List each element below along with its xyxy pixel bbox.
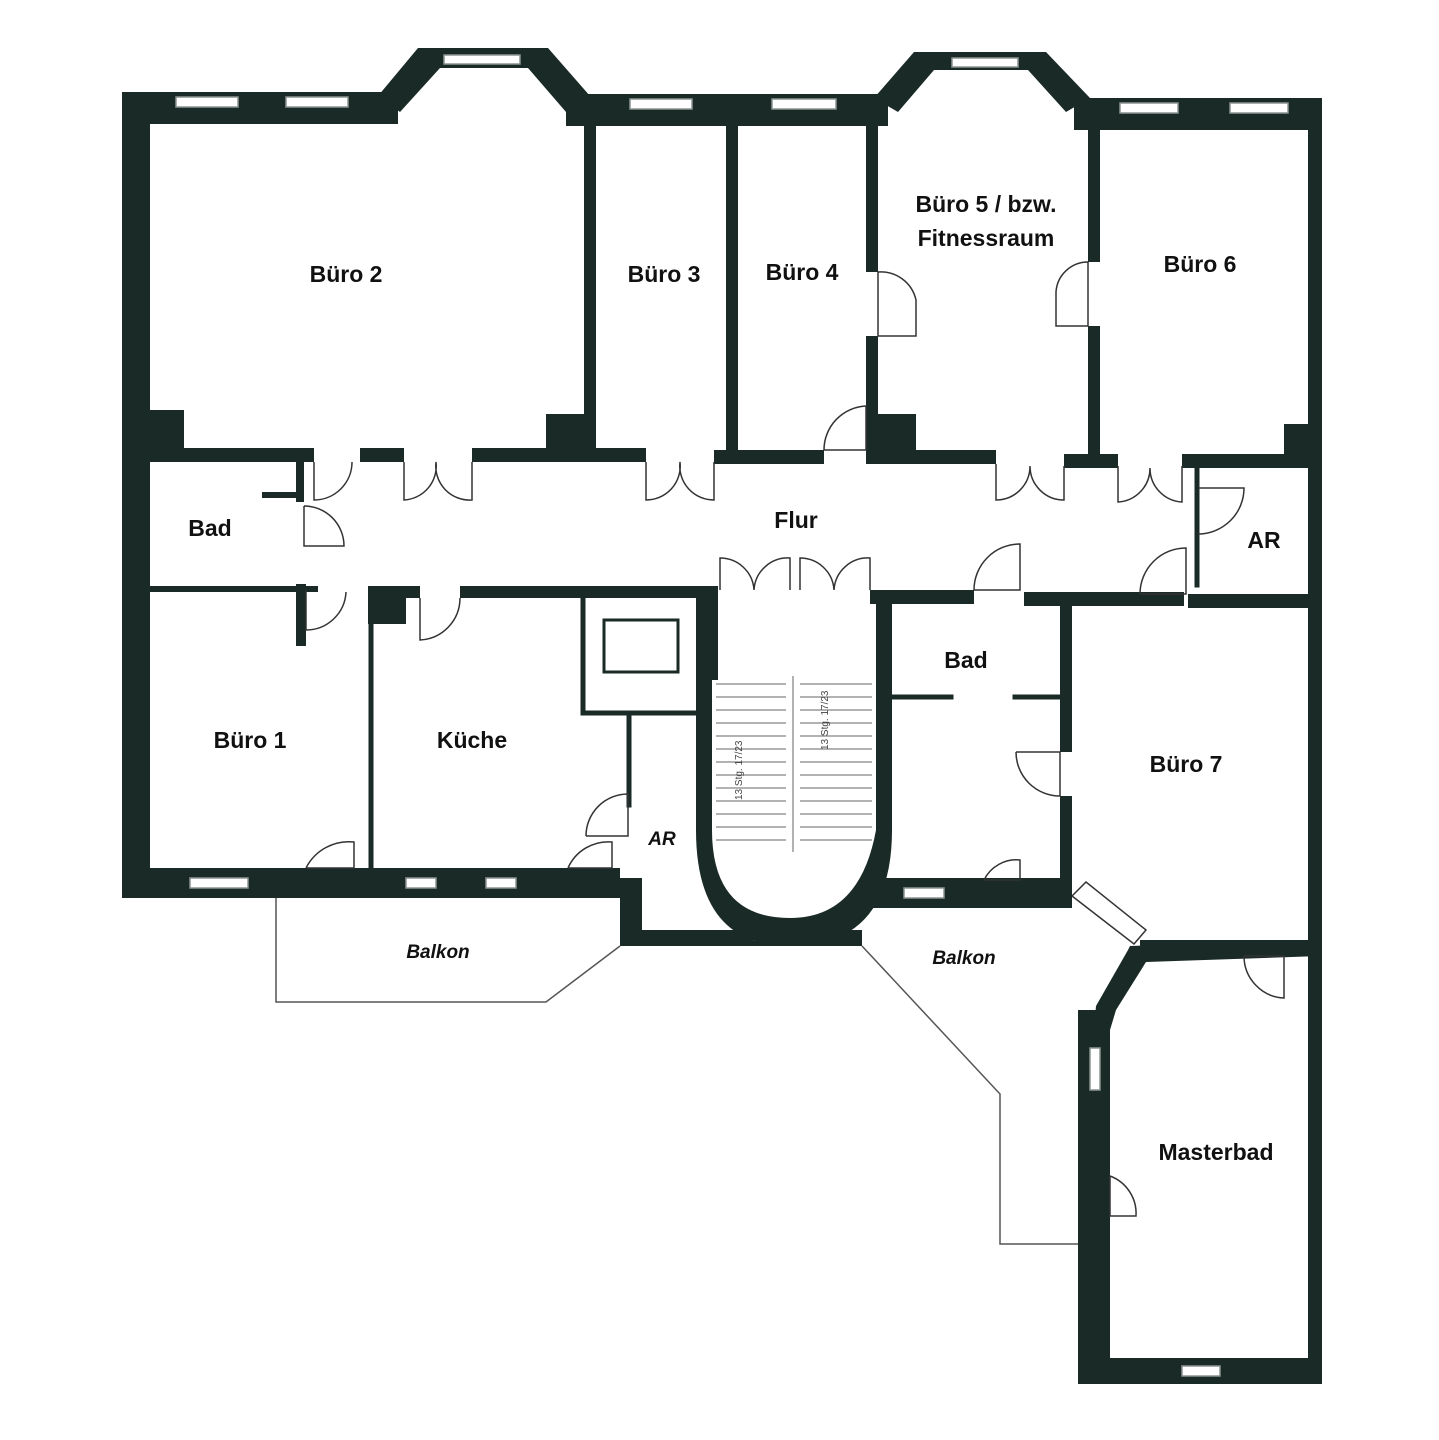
stair-labels: 13 Stg. 17/23 13 Stg. 17/23 — [734, 690, 831, 800]
balconies — [275, 898, 1078, 1245]
stair-treads — [716, 676, 872, 852]
room-label-buero-4: Büro 4 — [766, 259, 839, 285]
room-label-kueche: Küche — [437, 727, 507, 753]
room-label-buero-1: Büro 1 — [214, 727, 287, 753]
room-label-buero-6: Büro 6 — [1164, 251, 1237, 277]
room-label-ar-center: AR — [647, 829, 676, 850]
stair-flight-left-label: 13 Stg. 17/23 — [734, 740, 745, 800]
room-label-buero-5-line1: Büro 5 / bzw. — [916, 191, 1057, 217]
room-label-buero-7: Büro 7 — [1150, 751, 1223, 777]
windows — [175, 54, 1289, 1377]
room-label-buero-3: Büro 3 — [628, 261, 701, 287]
room-labels: Büro 2 Büro 3 Büro 4 Büro 5 / bzw. Fitne… — [188, 191, 1281, 1165]
room-label-balkon-left: Balkon — [406, 942, 469, 963]
stair-flight-right-label: 13 Stg. 17/23 — [820, 690, 831, 750]
room-label-flur: Flur — [774, 507, 817, 533]
room-label-bad-center: Bad — [944, 647, 987, 673]
interior-walls — [150, 124, 1310, 956]
room-label-buero-5-line2: Fitnessraum — [918, 225, 1055, 251]
room-label-bad-left: Bad — [188, 515, 231, 541]
room-label-buero-2: Büro 2 — [310, 261, 383, 287]
outer-walls — [122, 48, 1322, 1384]
room-label-balkon-right: Balkon — [932, 948, 995, 969]
doors — [303, 261, 1285, 1217]
room-label-masterbad: Masterbad — [1158, 1139, 1273, 1165]
room-label-ar-right: AR — [1247, 527, 1281, 553]
